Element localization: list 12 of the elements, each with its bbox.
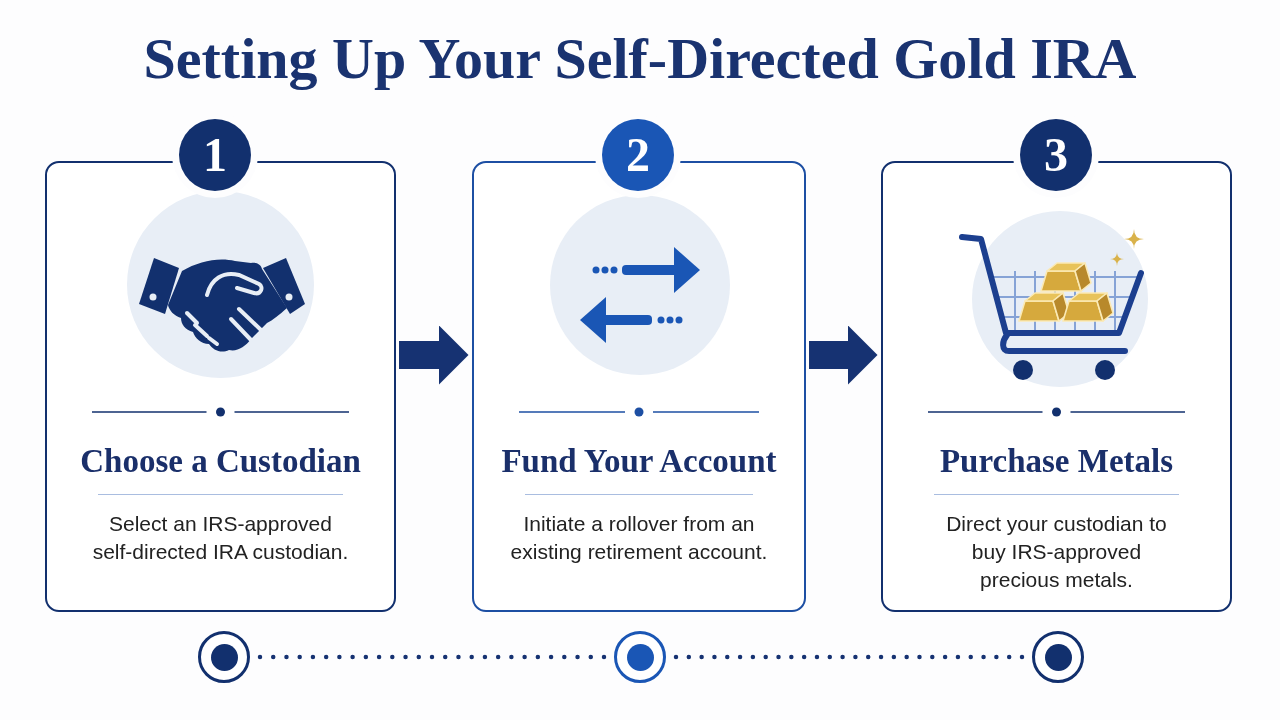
step-description: Initiate a rollover from an existing retirement account. bbox=[509, 511, 769, 565]
step-description: Select an IRS-approved self-directed IRA custodian. bbox=[91, 511, 350, 565]
timeline-marker bbox=[198, 631, 250, 683]
flow-arrow bbox=[399, 324, 469, 385]
timeline-marker bbox=[1032, 631, 1084, 683]
step-title: Choose a Custodian bbox=[80, 442, 361, 480]
step-description: Direct your custodian to buy IRS-approved precious metals. bbox=[945, 511, 1168, 593]
flow-arrow bbox=[809, 324, 878, 385]
step-title: Purchase Metals bbox=[939, 442, 1174, 480]
timeline-marker bbox=[614, 631, 666, 683]
step-title: Fund Your Account bbox=[501, 442, 777, 480]
title: Setting Up Your Self-Directed Gold IRA bbox=[143, 25, 1137, 93]
